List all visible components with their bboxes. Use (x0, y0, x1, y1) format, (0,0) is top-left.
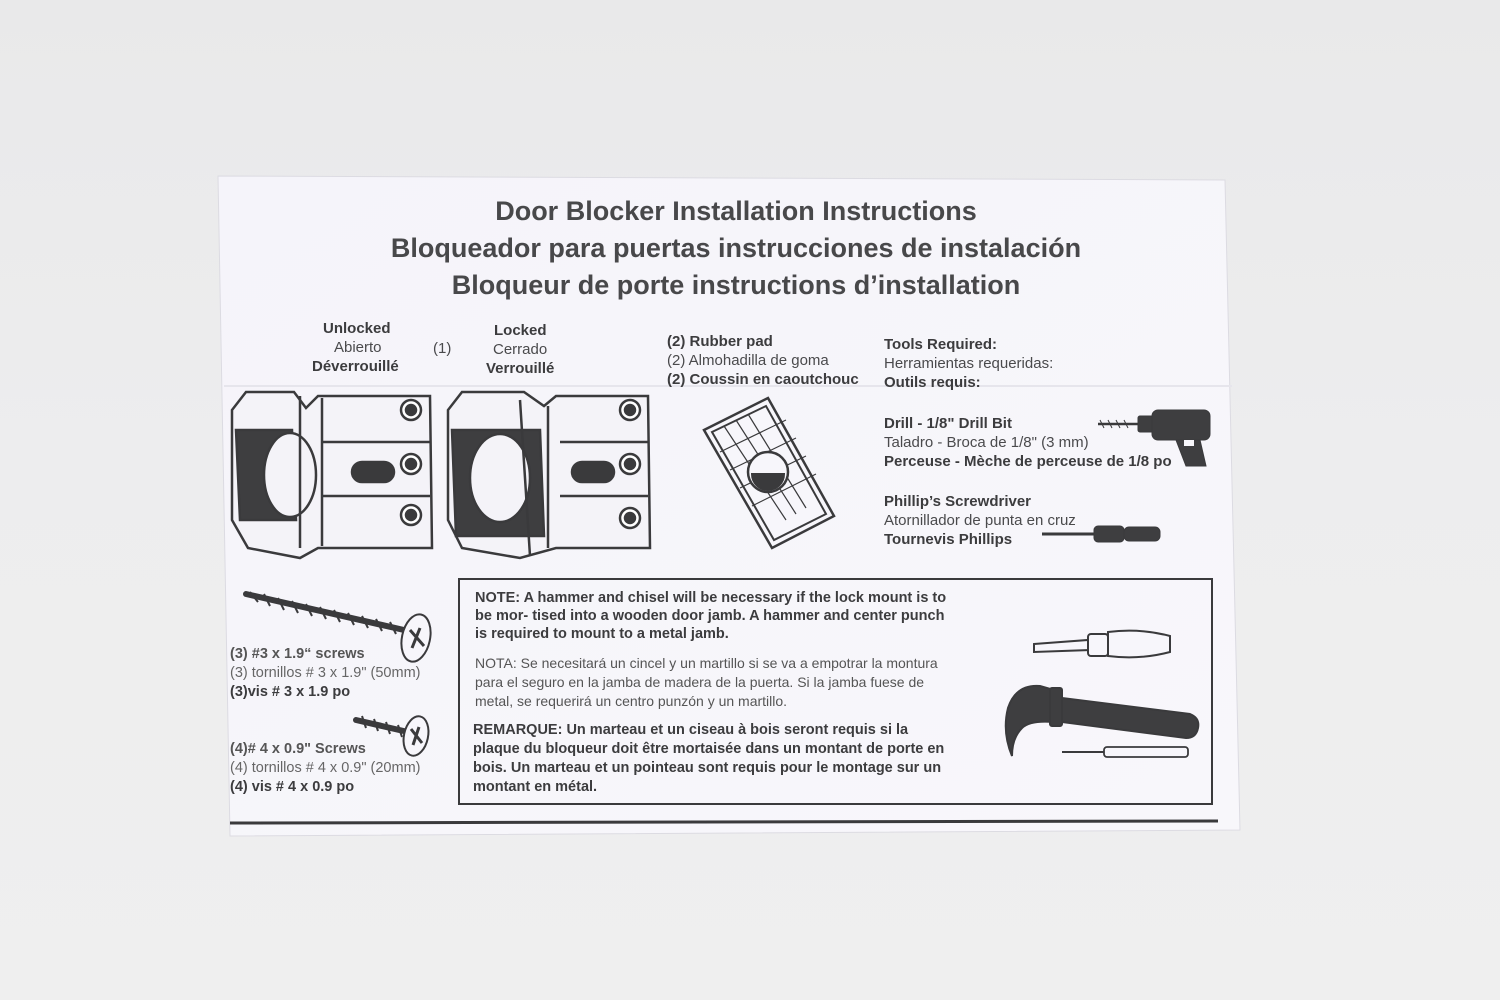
unlocked-label-fr: Déverrouillé (312, 358, 399, 375)
note-box (458, 578, 1213, 805)
long-screws-en: (3) #3 x 1.9“ screws (230, 646, 365, 662)
note-fr-line2: plaque du bloqueur doit être mortaisée d… (473, 741, 945, 757)
short-screw-icon (353, 715, 430, 757)
long-screws-fr: (3)vis # 3 x 1.9 po (230, 684, 351, 700)
short-screws-en: (4)# 4 x 0.9" Screws (230, 741, 366, 757)
center-punch-icon (1062, 746, 1189, 758)
note-fr-line4: montant en métal. (473, 779, 598, 795)
unlocked-label-en: Unlocked (323, 320, 391, 337)
short-screws-es: (4) tornillos # 4 x 0.9" (20mm) (230, 760, 421, 776)
title-en: Door Blocker Installation Instructions (495, 196, 977, 226)
hammer-icon (1004, 684, 1200, 757)
long-screws-es: (3) tornillos # 3 x 1.9" (50mm) (230, 665, 421, 681)
rubber-pad-fr: (2) Coussin en caoutchouc (667, 371, 859, 388)
locked-label-en: Locked (494, 322, 547, 339)
note-en-line1: NOTE: A hammer and chisel will be necess… (475, 590, 947, 606)
note-fr-line1: REMARQUE: Un marteau et un ciseau à bois… (473, 722, 909, 738)
title-fr: Bloqueur de porte instructions d’install… (451, 270, 1021, 300)
note-es-line2: para el seguro en la jamba de madera de … (475, 674, 925, 690)
note-es-line1: NOTA: Se necesitará un cincel y un marti… (475, 655, 938, 671)
rubber-pad-icon (702, 396, 836, 550)
screwdriver-fr: Tournevis Phillips (884, 531, 1013, 548)
unlocked-label-es: Abierto (334, 339, 382, 356)
screwdriver-icon (1042, 525, 1161, 543)
screwdriver-en: Phillip’s Screwdriver (884, 493, 1032, 510)
note-en-line3: is required to mount to a metal jamb. (475, 626, 729, 642)
locked-label-es: Cerrado (493, 341, 548, 358)
rubber-pad-en: (2) Rubber pad (667, 333, 773, 350)
short-screws-fr: (4) vis # 4 x 0.9 po (230, 779, 355, 795)
long-screw-icon (243, 591, 432, 663)
locked-label-fr: Verrouillé (486, 360, 555, 377)
drill-fr: Perceuse - Mèche de perceuse de 1/8 po (884, 453, 1172, 470)
rubber-pad-es: (2) Almohadilla de goma (667, 352, 829, 369)
drill-en: Drill - 1/8" Drill Bit (884, 415, 1012, 432)
tools-heading-fr: Outils requis: (884, 374, 981, 391)
note-es-line3: metal, se requerirá un centro punzón y u… (475, 693, 788, 709)
screwdriver-es: Atornillador de punta en cruz (884, 512, 1076, 529)
tools-heading-es: Herramientas requeridas: (884, 355, 1054, 372)
drill-es: Taladro - Broca de 1/8" (3 mm) (884, 434, 1089, 451)
title-es: Bloqueador para puertas instrucciones de… (390, 233, 1082, 263)
tools-heading-en: Tools Required: (884, 336, 998, 353)
blocker-quantity: (1) (433, 340, 452, 357)
note-en-line2: be mor- tised into a wooden door jamb. A… (475, 608, 945, 624)
unlocked-blocker-icon (230, 390, 434, 560)
note-fr-line3: bois. Un marteau et un pointeau sont req… (473, 760, 942, 776)
locked-blocker-icon (446, 390, 652, 560)
chisel-icon (1033, 629, 1171, 659)
drill-icon (1098, 409, 1211, 467)
